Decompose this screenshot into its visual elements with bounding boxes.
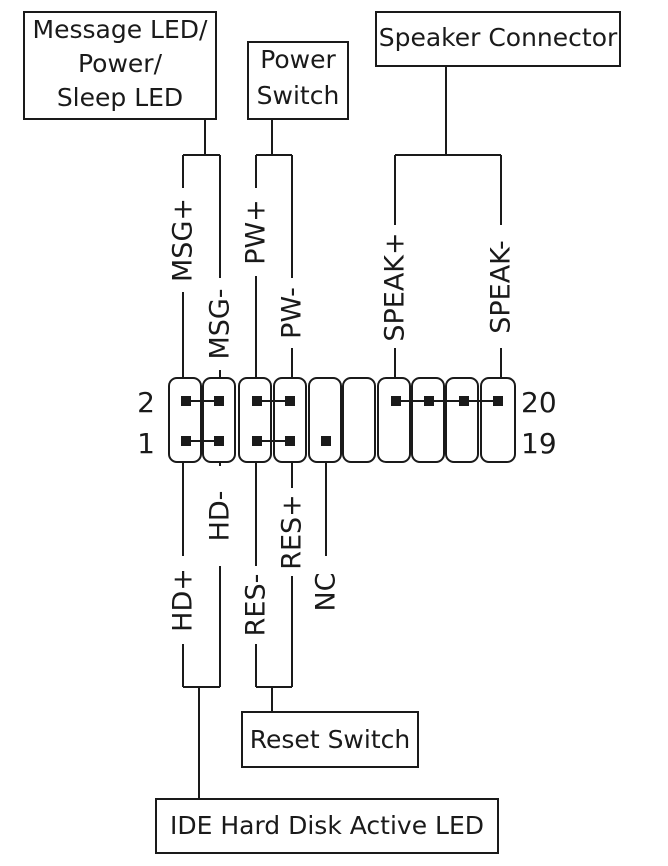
- pin-label-hd-plus: HD+: [168, 568, 199, 632]
- pin-14: [391, 396, 401, 406]
- pin-number-1: 1: [137, 427, 155, 460]
- pin-3: [214, 436, 224, 446]
- top-wiring: [182, 66, 502, 400]
- power-switch-box: Power Switch: [247, 41, 349, 120]
- header-column-5: [308, 377, 342, 463]
- header-column-9: [445, 377, 479, 463]
- pin-8: [285, 396, 295, 406]
- pin-number-20: 20: [521, 386, 557, 419]
- header-column-4: [273, 377, 307, 463]
- ide-hdd-led-label: IDE Hard Disk Active LED: [170, 811, 484, 840]
- pin-label-pw-plus: PW+: [241, 199, 272, 265]
- pin-label-pw-minus: PW-: [277, 287, 308, 339]
- header-column-3: [238, 377, 272, 463]
- header-column-1: [168, 377, 202, 463]
- reset-switch-box: Reset Switch: [241, 711, 419, 768]
- header-column-8: [411, 377, 445, 463]
- pin-2: [181, 396, 191, 406]
- pin-label-speak-plus: SPEAK+: [380, 232, 411, 341]
- pin-5: [252, 436, 262, 446]
- header-column-6: [342, 377, 376, 463]
- pin-label-msg-minus: MSG-: [205, 288, 236, 359]
- speaker-connector-box: Speaker Connector: [375, 11, 621, 67]
- message-led-line3: Sleep LED: [57, 83, 183, 112]
- pin-20: [493, 396, 503, 406]
- pin-18: [459, 396, 469, 406]
- pin-4: [214, 396, 224, 406]
- pin-header: [168, 377, 516, 463]
- message-led-line1: Message LED/: [33, 15, 208, 44]
- pin-6: [252, 396, 262, 406]
- pin-7: [285, 436, 295, 446]
- header-column-2: [202, 377, 236, 463]
- reset-switch-label: Reset Switch: [250, 725, 410, 754]
- pin-number-2: 2: [137, 386, 155, 419]
- header-column-10: [480, 377, 516, 463]
- pin-label-speak-minus: SPEAK-: [486, 240, 517, 334]
- power-switch-line2: Switch: [257, 81, 340, 110]
- pin-label-msg-plus: MSG+: [168, 198, 199, 282]
- power-switch-line1: Power: [260, 45, 336, 74]
- pin-label-res-plus: RES+: [277, 494, 308, 570]
- message-led-line2: Power/: [78, 49, 163, 78]
- pin-16: [424, 396, 434, 406]
- message-led-box: Message LED/ Power/ Sleep LED: [23, 11, 217, 120]
- pin-9: [321, 436, 331, 446]
- pin-1: [181, 436, 191, 446]
- pin-label-hd-minus: HD-: [205, 491, 236, 542]
- header-column-7: [377, 377, 411, 463]
- pin-label-res-minus: RES-: [241, 574, 272, 637]
- pin-label-nc: NC: [311, 572, 342, 611]
- speaker-connector-label: Speaker Connector: [379, 23, 618, 52]
- ide-hdd-led-box: IDE Hard Disk Active LED: [155, 798, 499, 854]
- pin-number-19: 19: [521, 427, 557, 460]
